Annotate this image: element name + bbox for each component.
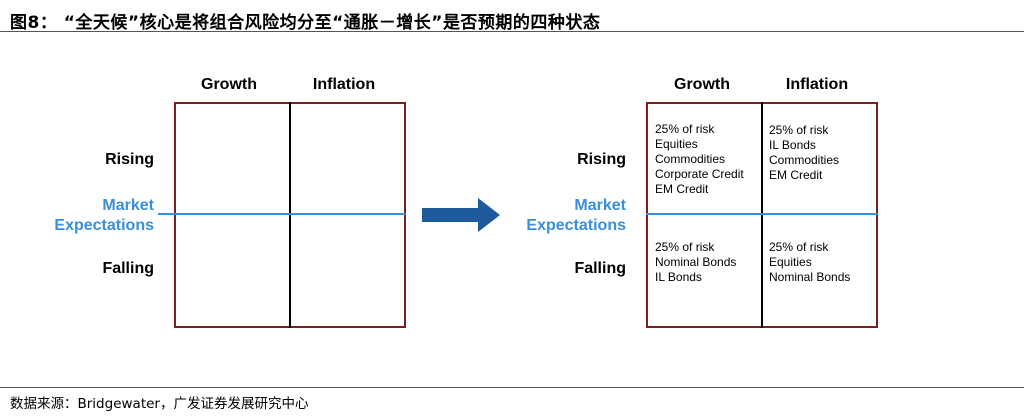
cell-line: Nominal Bonds [655,255,737,269]
source-note: 数据来源：Bridgewater，广发证券发展研究中心 [10,396,309,412]
left-market-line [158,213,406,215]
left-grid-divider [289,102,291,328]
right-col-head-growth: Growth [674,76,730,93]
cell-line: Corporate Credit [655,167,744,181]
cell-line: Equities [655,137,698,151]
top-divider [0,31,1024,32]
cell-line: Nominal Bonds [769,270,851,284]
right-grid-divider [761,102,763,328]
right-row-label-falling: Falling [574,260,626,277]
right-market-label-line1: Market [574,197,626,214]
cell-rising-growth: 25% of risk Equities Commodities Corpora… [655,122,744,197]
left-col-head-growth: Growth [201,76,257,93]
cell-line: 25% of risk [655,240,715,254]
cell-falling-growth: 25% of risk Nominal Bonds IL Bonds [655,240,736,285]
cell-line: 25% of risk [769,123,829,137]
cell-line: EM Credit [655,182,709,196]
right-market-label-line2: Expectations [526,217,626,234]
left-col-head-inflation: Inflation [312,76,376,93]
right-market-expectations-label: Market Expectations [496,196,626,236]
right-arrow-icon [422,198,500,232]
cell-line: Equities [769,255,812,269]
cell-rising-inflation: 25% of risk IL Bonds Commodities EM Cred… [769,123,839,183]
cell-falling-inflation: 25% of risk Equities Nominal Bonds [769,240,850,285]
figure-title: 图8： “全天候”核心是将组合风险均分至“通胀－增长”是否预期的四种状态 [10,13,601,33]
cell-line: Commodities [655,152,726,166]
right-col-head-inflation: Inflation [785,76,849,93]
left-market-expectations-label: Market Expectations [24,196,154,236]
left-market-label-line2: Expectations [54,217,154,234]
bottom-divider [0,387,1024,388]
cell-line: 25% of risk [769,240,829,254]
cell-line: IL Bonds [655,270,702,284]
cell-line: EM Credit [769,168,823,182]
cell-line: 25% of risk [655,122,715,136]
left-row-label-rising: Rising [105,151,154,168]
cell-line: Commodities [769,153,840,167]
left-market-label-line1: Market [102,197,154,214]
right-row-label-rising: Rising [577,151,626,168]
right-market-line [646,213,878,215]
cell-line: IL Bonds [769,138,816,152]
left-row-label-falling: Falling [102,260,154,277]
